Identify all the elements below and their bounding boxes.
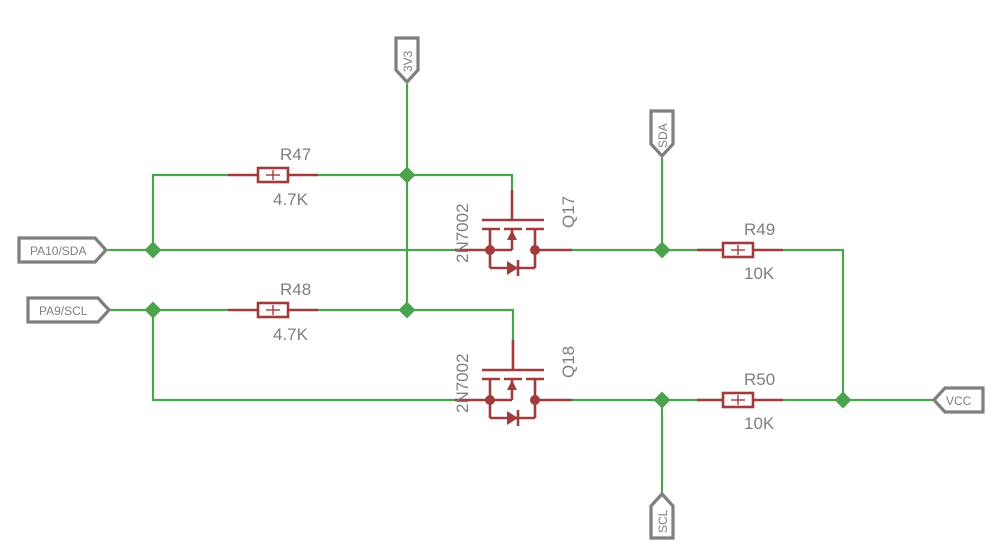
r50-value: 10K: [744, 414, 775, 433]
wire-r47-left: [151, 173, 228, 250]
wire-r49-right: [783, 248, 845, 400]
wires: [108, 84, 934, 494]
q18-part: 2N7002: [453, 353, 472, 413]
port-vcc-label: VCC: [946, 394, 972, 408]
junction: [653, 241, 671, 259]
port-scl[interactable]: SCL: [649, 491, 675, 540]
wire-q17-gate: [407, 173, 514, 190]
port-sda[interactable]: SDA: [649, 109, 675, 159]
r47-name: R47: [280, 145, 311, 164]
mosfet-q17[interactable]: 2N7002 Q17: [453, 190, 578, 276]
junction: [398, 166, 416, 184]
wire-q18-gate: [407, 308, 515, 340]
junction: [834, 391, 852, 409]
junction: [144, 241, 162, 259]
q17-name: Q17: [559, 196, 578, 228]
r47-value: 4.7K: [273, 190, 309, 209]
q18-name: Q18: [559, 346, 578, 378]
resistor-r49[interactable]: R49 10K: [697, 220, 783, 283]
resistor-r50[interactable]: R50 10K: [697, 370, 783, 433]
r50-name: R50: [744, 370, 775, 389]
port-vcc[interactable]: VCC: [931, 386, 985, 414]
resistor-r48[interactable]: R48 4.7K: [228, 280, 318, 344]
q17-part: 2N7002: [453, 203, 472, 263]
junction: [653, 391, 671, 409]
r49-name: R49: [744, 220, 775, 239]
resistor-r47[interactable]: R47 4.7K: [228, 145, 318, 209]
port-pa9-scl[interactable]: PA9/SCL: [26, 296, 112, 324]
port-3v3-label: 3V3: [401, 50, 415, 72]
junction: [398, 301, 416, 319]
junction: [144, 301, 162, 319]
r48-value: 4.7K: [273, 325, 309, 344]
port-pa10-sda[interactable]: PA10/SDA: [17, 236, 109, 264]
port-pa10-label: PA10/SDA: [30, 244, 86, 258]
r49-value: 10K: [744, 264, 775, 283]
junctions: [144, 166, 852, 409]
r48-name: R48: [280, 280, 311, 299]
port-3v3[interactable]: 3V3: [394, 36, 420, 85]
port-sda-label: SDA: [656, 123, 670, 148]
mosfet-q18[interactable]: 2N7002 Q18: [453, 340, 578, 426]
port-pa9-label: PA9/SCL: [39, 304, 88, 318]
port-scl-label: SCL: [656, 509, 670, 533]
wire-scl-left: [151, 310, 455, 402]
